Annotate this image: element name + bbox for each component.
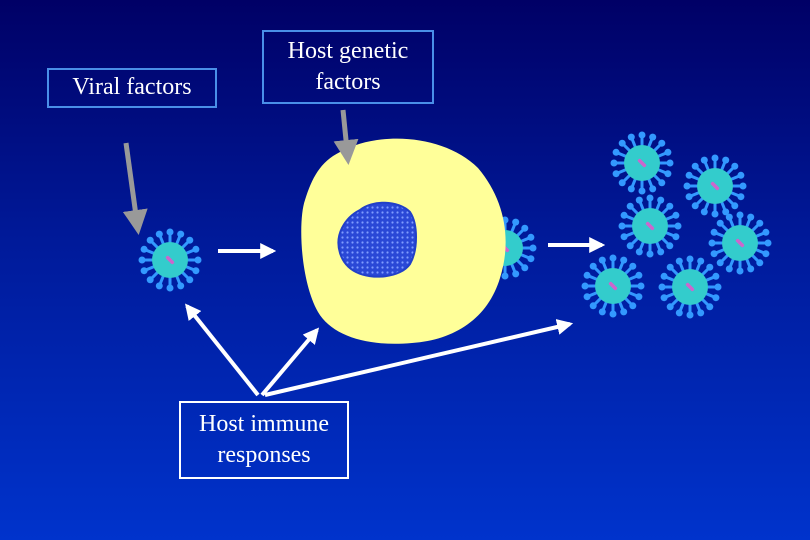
immune-arrow-virion [185,303,260,397]
host-genetic-factors-label: Host genetic factors [262,30,434,104]
viral-factors-arrow [122,142,148,235]
virion-icon [682,153,748,219]
viral-factors-text: Viral factors [72,74,192,101]
immune-arrow-progeny [264,319,574,397]
virion-icon [137,227,203,293]
host-immune-responses-label: Host immune responses [179,401,349,479]
nucleus-icon [337,201,417,278]
virion-icon [617,193,683,259]
virion-icon [707,210,773,276]
viral-factors-label: Viral factors [47,68,217,108]
host-immune-responses-text: Host immune responses [199,410,329,468]
host-genetic-arrow [333,109,359,165]
immune-arrow-cell [260,327,320,397]
virion-icon [657,254,723,320]
virion-icon [580,253,646,319]
virion-icon [609,130,675,196]
host-genetic-factors-text: Host genetic factors [287,37,409,95]
